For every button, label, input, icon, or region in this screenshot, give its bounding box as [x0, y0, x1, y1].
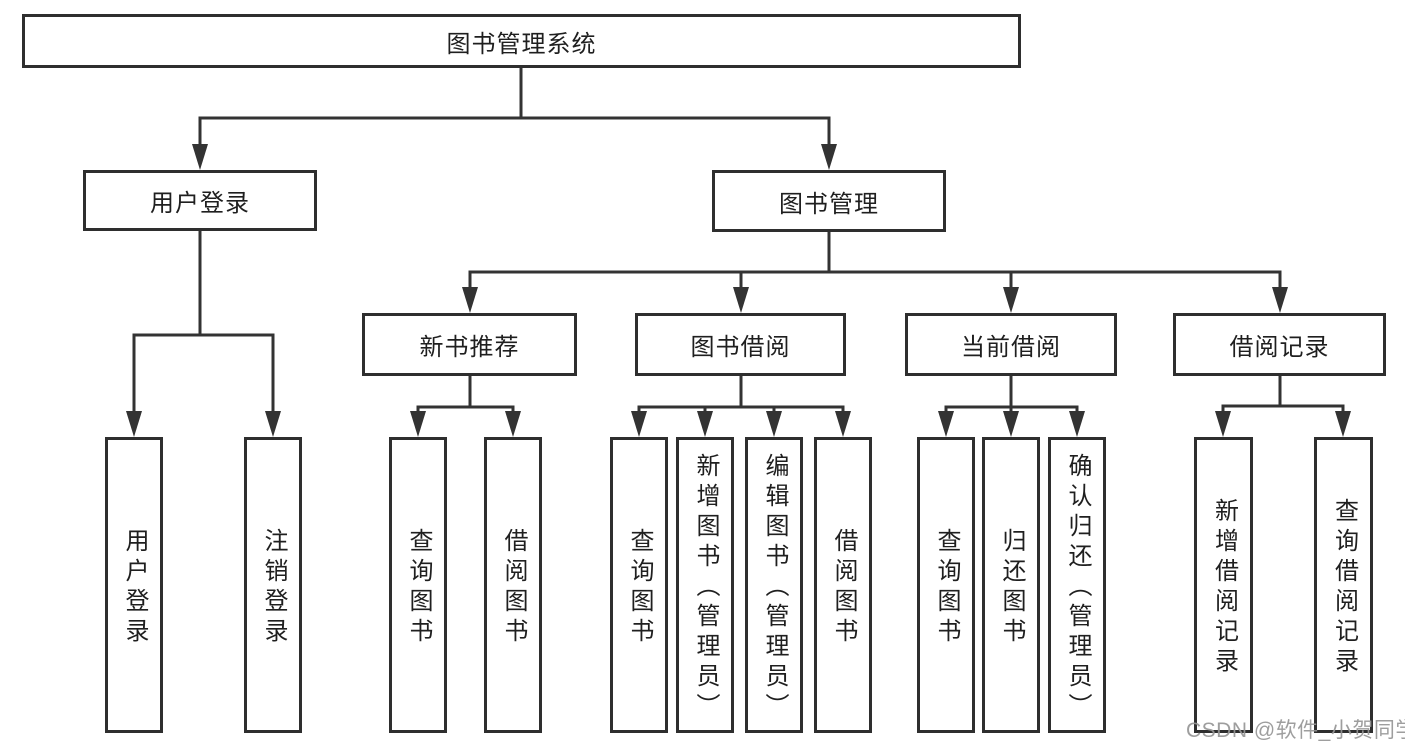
leaf-return-book: 归还图书: [982, 437, 1040, 733]
leaf-logout-label: 注销登录: [260, 528, 287, 648]
arrowhead-leaf-borrow2: [835, 411, 851, 437]
node-new-book-recommend: 新书推荐: [362, 313, 577, 376]
node-borrow-records-label: 借阅记录: [1229, 334, 1330, 361]
arrowhead-leaf-query3: [938, 411, 954, 437]
edge-borrow-records-rail: [1221, 404, 1345, 420]
arrowhead-leaf-return: [1003, 411, 1019, 437]
arrowhead-leaf-add-book: [697, 411, 713, 437]
leaf-edit-book-admin: 编辑图书（管理员）: [745, 437, 803, 733]
leaf-borrow-books-1: 借阅图书: [484, 437, 542, 733]
leaf-query-borrow-record-label: 查询借阅记录: [1330, 498, 1358, 678]
node-current-borrow-label: 当前借阅: [961, 334, 1061, 361]
arrowhead-current-borrow: [1003, 287, 1019, 313]
node-user-login: 用户登录: [83, 170, 317, 231]
leaf-user-login-label: 用户登录: [121, 528, 148, 648]
node-book-management: 图书管理: [712, 170, 946, 232]
leaf-confirm-return-admin: 确认归还（管理员）: [1048, 437, 1106, 733]
edge-level2-rail: [198, 116, 831, 152]
node-book-management-label: 图书管理: [779, 190, 879, 218]
edge-level3-rail: [468, 270, 1282, 292]
leaf-query-borrow-record: 查询借阅记录: [1314, 437, 1373, 733]
leaf-add-book-admin-label: 新增图书（管理员）: [692, 453, 719, 723]
arrowhead-book-borrow: [733, 287, 749, 313]
arrowhead-leaf-logout: [265, 411, 281, 437]
node-root-label: 图书管理系统: [446, 30, 597, 58]
leaf-edit-book-admin-label: 编辑图书（管理员）: [761, 453, 788, 723]
node-root: 图书管理系统: [22, 14, 1021, 68]
leaf-borrow-books-2-label: 借阅图书: [830, 528, 857, 648]
arrowhead-leaf-login: [126, 411, 142, 437]
leaf-add-book-admin: 新增图书（管理员）: [676, 437, 734, 733]
leaf-query-books-3: 查询图书: [917, 437, 975, 733]
leaf-query-books-2-label: 查询图书: [626, 528, 653, 648]
node-book-borrow-label: 图书借阅: [690, 334, 791, 361]
arrowhead-book-management: [821, 144, 837, 170]
leaf-query-books-3-label: 查询图书: [933, 528, 960, 648]
edge-new-book-rail: [416, 405, 515, 420]
node-borrow-records: 借阅记录: [1173, 313, 1386, 376]
arrowhead-leaf-edit-book: [766, 411, 782, 437]
arrowhead-leaf-confirm-return: [1069, 411, 1085, 437]
node-user-login-label: 用户登录: [150, 190, 250, 217]
leaf-borrow-books-2: 借阅图书: [814, 437, 872, 733]
arrowhead-leaf-query-record: [1335, 411, 1351, 437]
leaf-query-books-1: 查询图书: [389, 437, 447, 733]
leaf-query-books-2: 查询图书: [610, 437, 668, 733]
arrowhead-user-login: [192, 144, 208, 170]
leaf-query-books-1-label: 查询图书: [405, 528, 432, 648]
arrowhead-new-book: [462, 287, 478, 313]
node-book-borrow: 图书借阅: [635, 313, 846, 376]
arrowhead-borrow-records: [1272, 287, 1288, 313]
edge-book-borrow-rail: [637, 405, 845, 420]
leaf-return-book-label: 归还图书: [998, 528, 1025, 648]
edge-user-login-rail: [132, 333, 275, 418]
csdn-watermark: CSDN @软件_小贺同学: [1186, 719, 1405, 742]
leaf-borrow-books-1-label: 借阅图书: [500, 528, 527, 648]
leaf-logout: 注销登录: [244, 437, 302, 733]
leaf-add-borrow-record: 新增借阅记录: [1194, 437, 1253, 733]
node-current-borrow: 当前借阅: [905, 313, 1117, 376]
arrowhead-leaf-query2: [631, 411, 647, 437]
leaf-confirm-return-admin-label: 确认归还（管理员）: [1064, 453, 1091, 723]
arrowhead-leaf-add-record: [1215, 411, 1231, 437]
leaf-add-borrow-record-label: 新增借阅记录: [1210, 498, 1238, 678]
arrowhead-leaf-query1: [410, 411, 426, 437]
edge-current-borrow-rail: [944, 405, 1079, 420]
arrowhead-leaf-borrow1: [505, 411, 521, 437]
leaf-user-login: 用户登录: [105, 437, 163, 733]
node-new-book-recommend-label: 新书推荐: [419, 334, 520, 361]
